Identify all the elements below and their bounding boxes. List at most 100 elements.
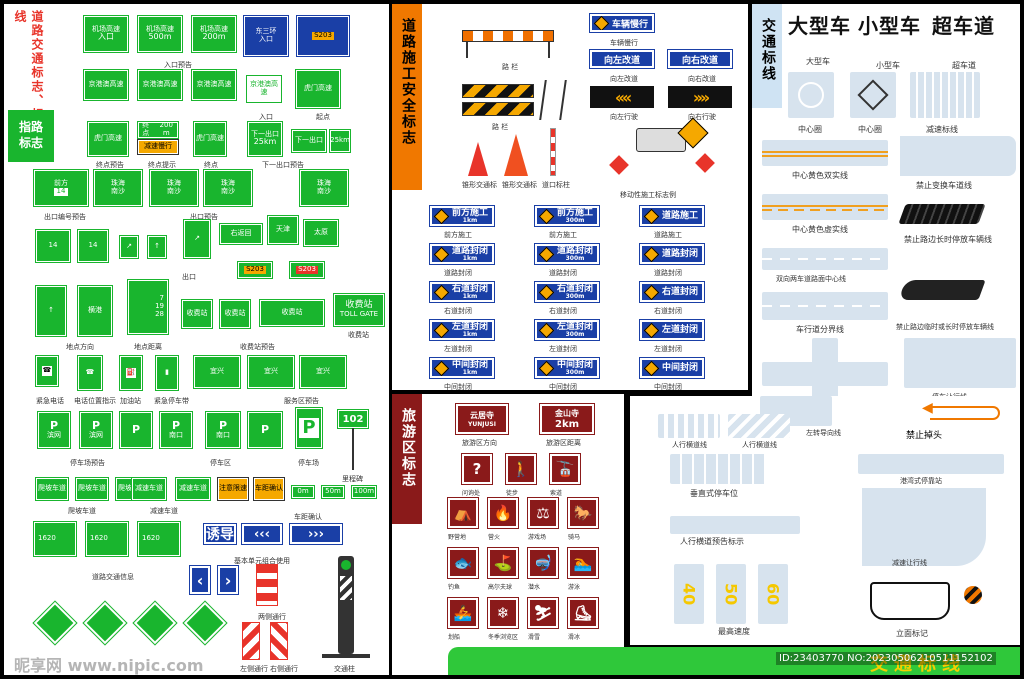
barrier-2b bbox=[462, 102, 534, 116]
work-sign-text: 左道封闭 bbox=[451, 321, 488, 332]
entry-caption-2: 入口 bbox=[259, 113, 273, 121]
post-1 bbox=[550, 128, 556, 176]
max-speed-caption: 最高速度 bbox=[718, 627, 750, 636]
tourism-caption: 野营地 bbox=[448, 534, 467, 541]
yellow-dash-road bbox=[762, 194, 888, 220]
cone-2-caption: 锥形交通标 bbox=[502, 181, 537, 189]
lane-divider-caption: 车行道分界线 bbox=[796, 325, 844, 334]
distance-check-caption: 车距确认 bbox=[294, 513, 322, 521]
tourism-6-icon: ⚖ bbox=[527, 497, 559, 529]
tourism-caption: 钓鱼 bbox=[448, 584, 461, 591]
parking-notice-3: P bbox=[119, 411, 153, 449]
work-sign-text: 左道封闭 bbox=[556, 321, 593, 332]
two-lane-caption: 双向两车道路面中心线 bbox=[776, 275, 846, 283]
cone-2 bbox=[504, 134, 528, 176]
traffic-column-caption: 交通柱 bbox=[334, 665, 355, 673]
lane-divider-road bbox=[762, 292, 888, 320]
tourism-caption: 潜水 bbox=[528, 584, 541, 591]
marking-panel-bottom: 左转导向线 ◀ 禁止掉头 人行横道线 人行横道线 港湾式停靠站 垂直式停车位 人… bbox=[630, 396, 1020, 645]
merge-sign-2 bbox=[182, 600, 228, 646]
marking-title-box bbox=[752, 4, 782, 108]
work-sign-distance: 300m bbox=[565, 330, 585, 338]
tourism-caption: 划船 bbox=[448, 634, 461, 641]
work-sign-text: 中间封闭 bbox=[661, 362, 698, 373]
center-circle-1-caption: 中心圈 bbox=[798, 125, 822, 134]
temple-direction-caption: 旅游区方向 bbox=[462, 439, 497, 447]
exit-caption: 出口 bbox=[182, 273, 196, 281]
gas-station-sign: ⛽ bbox=[119, 355, 143, 391]
distance-caption: 地点距离 bbox=[134, 343, 162, 351]
service-area-sign-3: 宜兴 bbox=[299, 355, 347, 389]
guide-title: 道路交通标志、标线 bbox=[13, 10, 44, 122]
barrier-1-caption: 路 栏 bbox=[502, 63, 519, 71]
work-flag-2 bbox=[695, 153, 715, 173]
barrier-2-caption: 路 栏 bbox=[492, 123, 509, 131]
traffic-info-3: 1620 bbox=[137, 521, 181, 557]
work-sign-caption: 右道封闭 bbox=[444, 307, 472, 315]
toll-notice-caption: 收费站预告 bbox=[240, 343, 275, 351]
climbing-lane-1: 爬坡车道 bbox=[35, 477, 69, 501]
no-lane-change-caption: 禁止变换车道线 bbox=[916, 181, 972, 190]
tourism-7-icon: 🐎 bbox=[567, 497, 599, 529]
tourism-caption: 索道 bbox=[550, 490, 563, 497]
no-uturn-arrow bbox=[930, 406, 1000, 420]
traffic-info-2: 1620 bbox=[85, 521, 129, 557]
warning-diamond-icon bbox=[643, 322, 660, 338]
work-sign-distance: 1km bbox=[462, 216, 478, 224]
tourism-15-icon: ⛸ bbox=[567, 597, 599, 629]
slow-down-sign: 减速慢行 bbox=[137, 139, 179, 155]
expressway-sign-4: 京港澳高速 bbox=[246, 75, 282, 103]
speed-marking-50: 50 bbox=[716, 564, 746, 624]
entry-sign-4: 东三环入口 bbox=[243, 15, 289, 57]
marking-title: 交通标线 bbox=[760, 18, 776, 82]
phone-icon: ☎ bbox=[41, 366, 53, 376]
work-sign-caption: 前方施工 bbox=[549, 231, 577, 239]
end-hint-caption: 终点提示 bbox=[148, 161, 176, 169]
yield-caption: 减速让行线 bbox=[892, 559, 927, 567]
exit-sign-e: ↗ bbox=[183, 219, 211, 259]
right-return-sign: 右返回 bbox=[219, 223, 263, 245]
crosswalk-preview bbox=[670, 516, 800, 534]
big-vehicle-caption: 大型车 bbox=[806, 57, 830, 66]
traffic-column-light bbox=[341, 560, 351, 570]
toll-notice-3: 收费站 bbox=[259, 299, 325, 327]
bus-bay-caption: 港湾式停靠站 bbox=[900, 477, 942, 485]
distance-50m: 50m bbox=[321, 485, 345, 499]
warning-diamond-icon bbox=[433, 284, 450, 300]
chevron-sign-1: 线形诱导标 bbox=[203, 507, 237, 563]
expressway-sign-2: 京港澳高速 bbox=[137, 69, 183, 101]
left-arrow-board: ‹‹‹‹ bbox=[590, 86, 654, 108]
tianjin-sign: 天津 bbox=[267, 215, 299, 245]
right-detour-sign: 向右改道 bbox=[667, 49, 733, 69]
warning-diamond-icon bbox=[433, 360, 450, 376]
work-sign-distance: 300m bbox=[565, 216, 585, 224]
cone-1-caption: 锥形交通标 bbox=[462, 181, 497, 189]
slow-vehicle-sign: 车辆慢行 bbox=[589, 13, 655, 33]
work-sign-distance: 1km bbox=[462, 368, 478, 376]
expressway-sign-3: 京港澳高速 bbox=[191, 69, 237, 101]
warning-diamond-icon bbox=[538, 246, 555, 262]
speed-marking-60: 60 bbox=[758, 564, 788, 624]
entry-caption: 入口预告 bbox=[164, 61, 192, 69]
tourism-caption: 游戏场 bbox=[528, 534, 547, 541]
decel-caption: 减速车道 bbox=[150, 507, 178, 515]
parking-lot-caption: 停车场 bbox=[298, 459, 319, 467]
work-title-box bbox=[392, 4, 422, 190]
distance-100m: 100m bbox=[351, 485, 377, 499]
work-sign-text: 中间封闭 bbox=[451, 359, 488, 370]
tourism-13-icon: ❄ bbox=[487, 597, 519, 629]
crosswalk-2-caption: 人行横道线 bbox=[742, 441, 777, 449]
exit-sign-a: 14 bbox=[35, 229, 71, 263]
